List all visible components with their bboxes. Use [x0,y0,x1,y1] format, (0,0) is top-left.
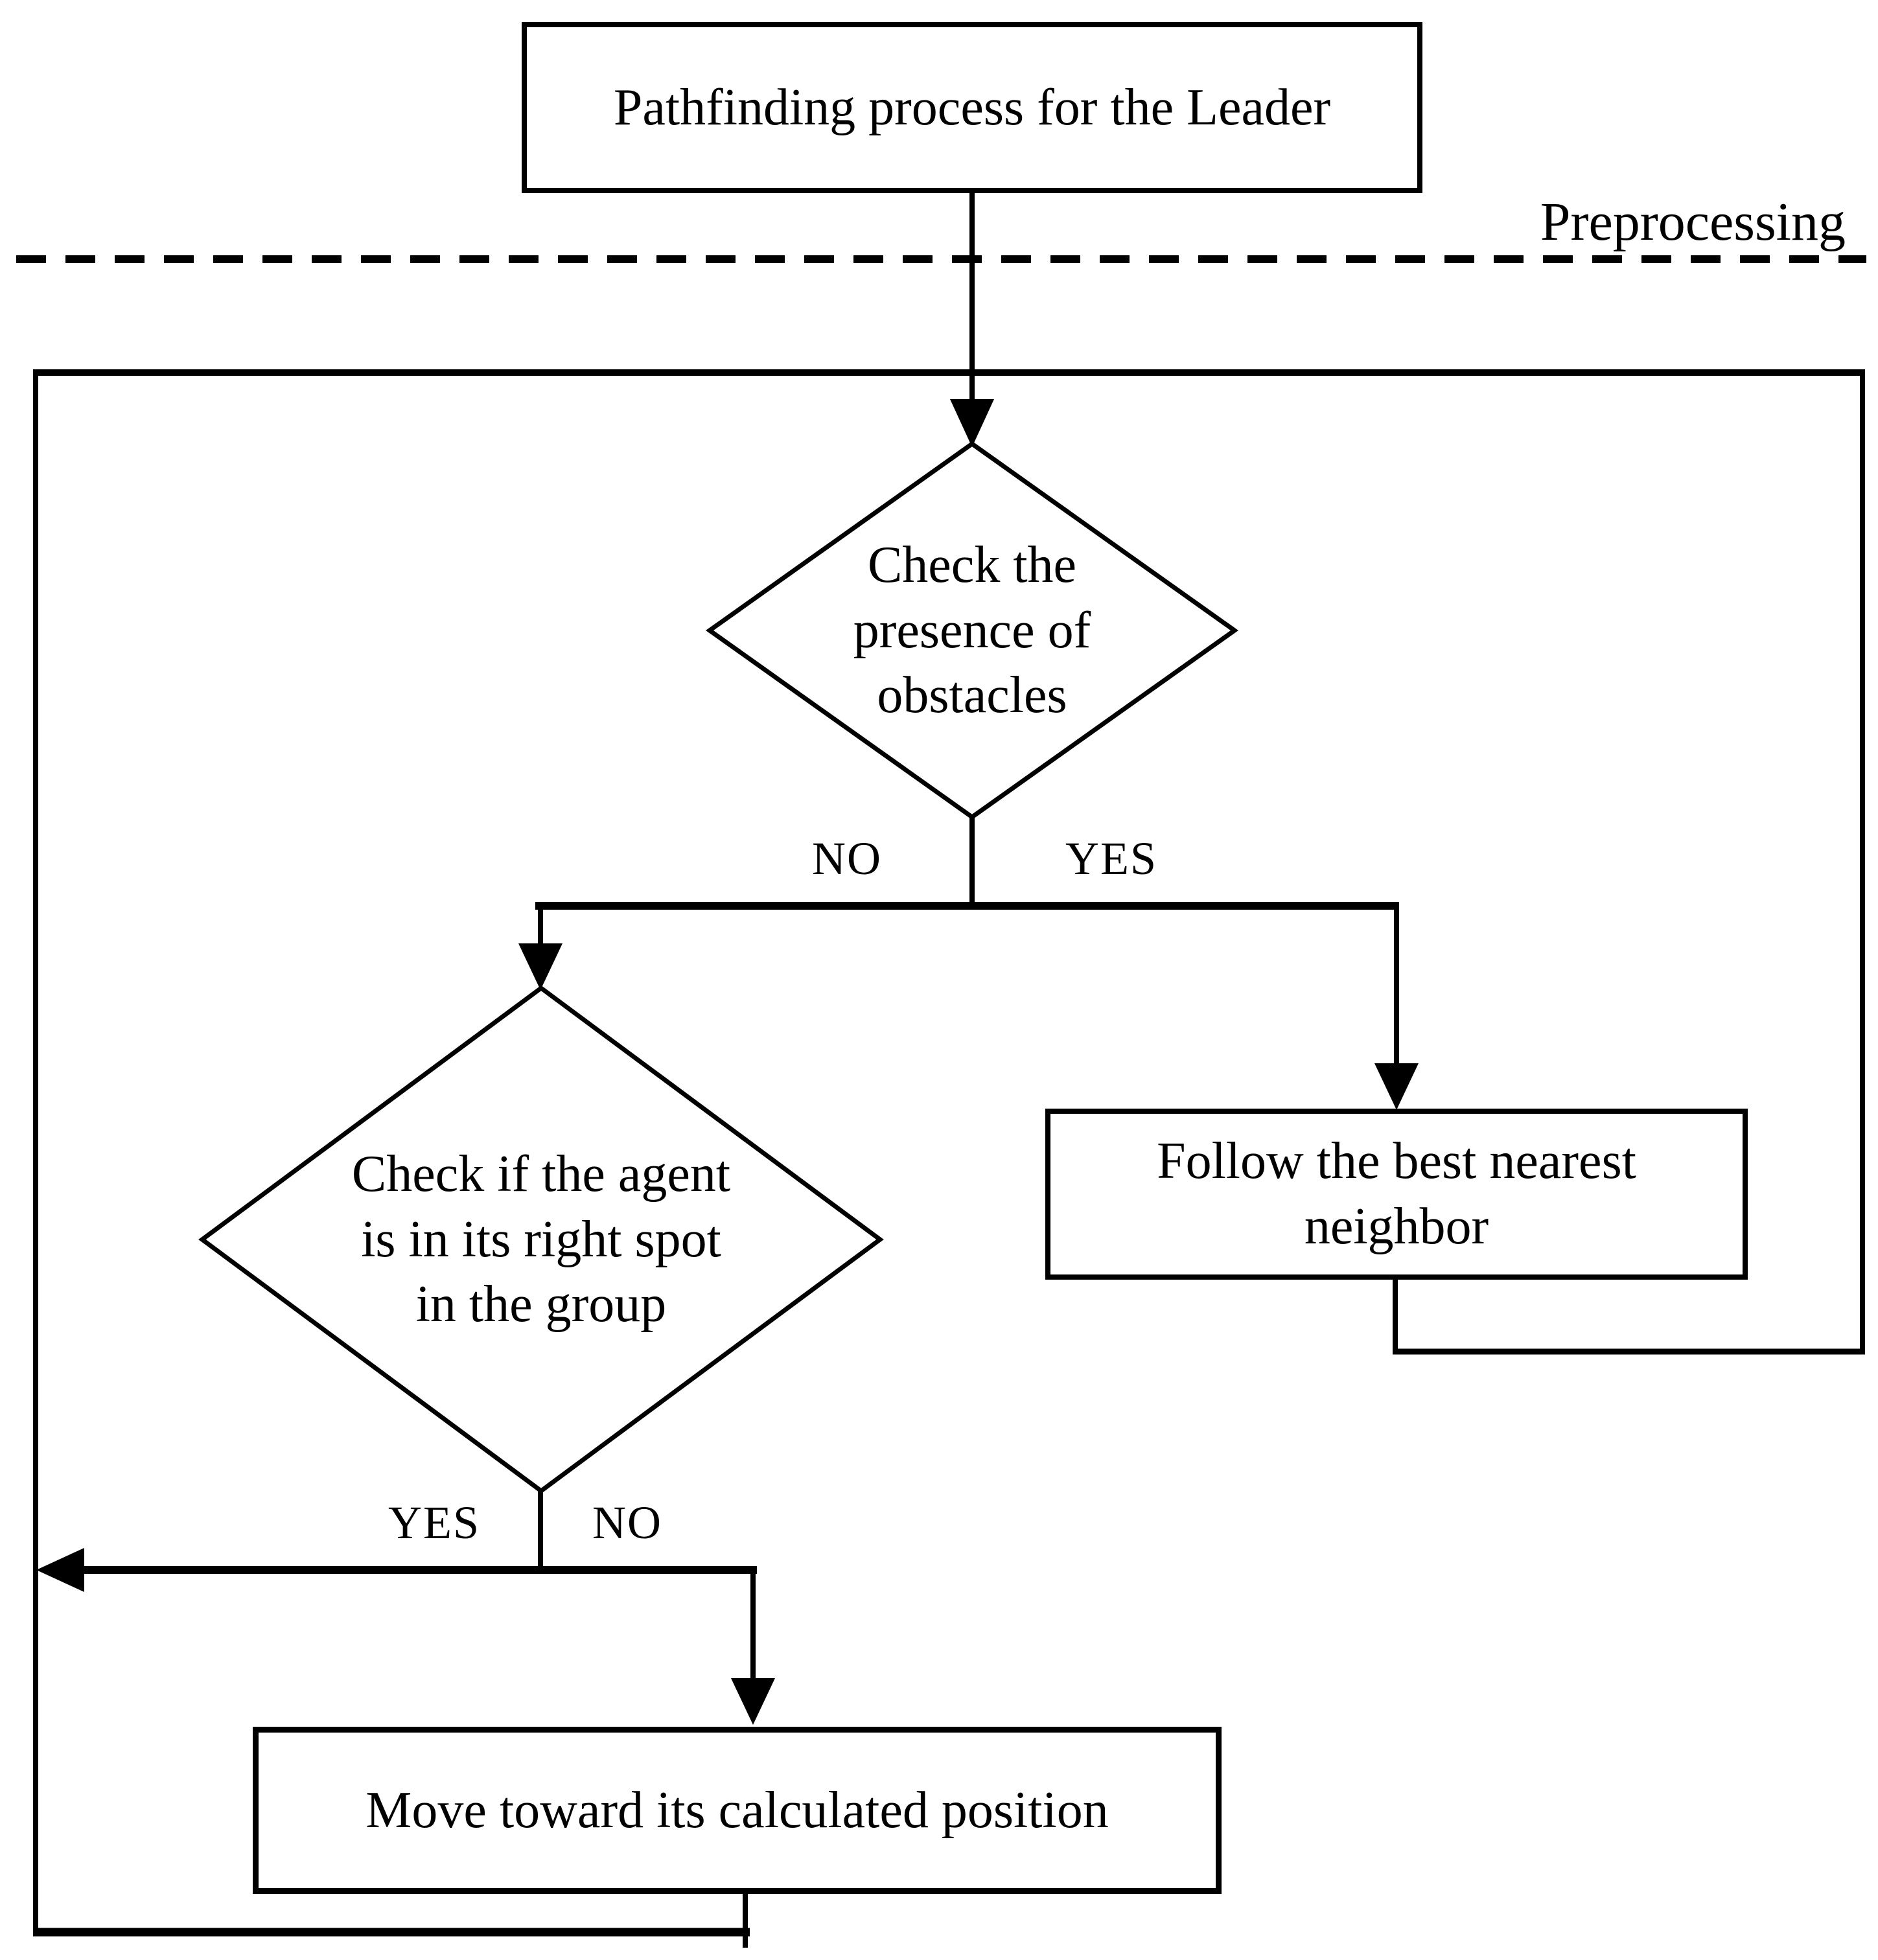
arrowhead-into-spot [518,943,562,990]
decision-obstacles-text: Check the presence of obstacles [713,511,1231,750]
edge-label-spot-yes: YES [388,1496,481,1549]
decision-spot-line1: Check if the agent [351,1145,731,1203]
follow-neighbor-node: Follow the best nearest neighbor [1045,1109,1748,1280]
arrowhead-into-move [731,1678,775,1725]
edge-label-spot-no: NO [592,1496,662,1549]
decision-obstacles-line3: obstacles [877,667,1067,724]
decision-obstacles-line1: Check the [867,536,1077,594]
arrowhead-into-obstacles [950,399,994,447]
start-node-label: Pathfinding process for the Leader [613,78,1331,136]
move-position-label: Move toward its calculated position [365,1781,1109,1839]
start-node: Pathfinding process for the Leader [522,22,1422,193]
decision-spot-line2: is in its right spot [361,1210,721,1268]
edge-label-obstacles-no: NO [812,832,882,884]
edge-label-obstacles-yes: YES [1065,832,1158,884]
phase-label: Preprocessing [1540,192,1846,252]
decision-spot-line3: in the group [415,1276,667,1333]
decision-obstacles-line2: presence of [853,601,1091,659]
move-position-node: Move toward its calculated position [253,1727,1222,1894]
arrowhead-into-follow [1374,1063,1419,1110]
decision-spot-text: Check if the agent is in its right spot … [217,1120,865,1359]
arrowhead-into-loop-left [36,1548,84,1592]
follow-neighbor-line1: Follow the best nearest [1157,1133,1636,1190]
follow-neighbor-line2: neighbor [1304,1198,1489,1255]
